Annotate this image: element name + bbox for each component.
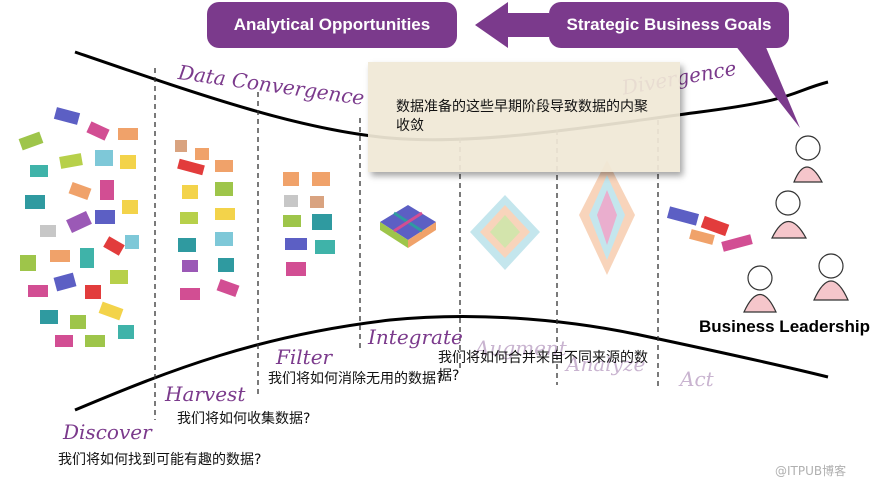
cube-piece [182, 185, 198, 199]
cube-piece [66, 211, 92, 233]
cube-piece [85, 285, 101, 299]
cube-piece [30, 165, 48, 177]
cube-piece [215, 208, 235, 220]
question-discover: 我们将如何找到可能有趣的数据? [58, 452, 262, 468]
leadership-figures [743, 135, 849, 313]
cube-piece [215, 160, 233, 172]
discover-pieces [18, 107, 139, 347]
strategic-business-goals-pill: Strategic Business Goals [549, 2, 789, 48]
cube-piece [315, 240, 335, 254]
cube-piece [53, 107, 81, 125]
augment-diamond [470, 195, 540, 270]
person-figure [771, 190, 808, 239]
left-arrow [475, 2, 549, 48]
cube-piece [98, 301, 124, 321]
cube-piece [95, 150, 113, 166]
cube-piece [285, 238, 307, 250]
analyze-tower [579, 160, 635, 275]
cube-piece [122, 200, 138, 214]
stage-label-analyze: Analyze [566, 352, 646, 376]
stage-label-augment: Augment [475, 336, 567, 360]
person-figure [793, 135, 824, 183]
cube-piece [284, 195, 298, 207]
harvest-pieces [175, 140, 240, 300]
cube-piece [215, 232, 233, 246]
cube-piece [95, 210, 115, 224]
cube-piece [20, 255, 36, 271]
cube-piece [689, 229, 715, 245]
cube-piece [312, 214, 332, 230]
cube-piece [666, 206, 700, 226]
cube-piece [86, 121, 110, 141]
cube-piece [25, 195, 45, 209]
callout-text: 数据准备的这些早期阶段导致数据的内聚收敛 [396, 99, 648, 134]
cube-piece [70, 315, 86, 329]
cube-piece [700, 215, 730, 237]
filter-pieces [283, 172, 335, 276]
act-pieces [666, 206, 753, 252]
stage-label-harvest: Harvest [165, 382, 246, 406]
callout-box: 数据准备的这些早期阶段导致数据的内聚收敛 [368, 62, 680, 172]
cube-piece [59, 153, 83, 169]
cube-piece [283, 215, 301, 227]
cube-piece [216, 278, 240, 298]
cube-piece [103, 236, 125, 256]
stage-label-act: Act [680, 367, 714, 391]
cube-piece [120, 155, 136, 169]
cube-piece [178, 238, 196, 252]
cube-piece [100, 180, 114, 200]
cube-piece [40, 310, 58, 324]
lower-boundary-curve [74, 315, 829, 412]
stage-label-integrate: Integrate [368, 325, 463, 349]
cube-piece [68, 181, 92, 201]
cube-piece [28, 285, 48, 297]
person-figure [813, 253, 849, 301]
cube-piece [55, 335, 73, 347]
watermark: @ITPUB博客 [775, 464, 847, 478]
cube-piece [283, 172, 299, 186]
cube-piece [180, 212, 198, 224]
cube-piece [195, 148, 209, 160]
cube-piece [180, 288, 200, 300]
cube-piece [177, 158, 205, 176]
question-harvest: 我们将如何收集数据? [177, 411, 311, 427]
cube-piece [53, 272, 77, 292]
cube-piece [85, 335, 105, 347]
cube-piece [110, 270, 128, 284]
cube-piece [215, 182, 233, 196]
person-figure [743, 265, 777, 313]
stage-separators [154, 68, 659, 420]
cube-piece [118, 128, 138, 140]
cube-piece [310, 196, 324, 208]
cube-piece [286, 262, 306, 276]
cube-piece [175, 140, 187, 152]
speech-pointer [735, 45, 800, 128]
cube-piece [182, 260, 198, 272]
question-filter: 我们将如何消除无用的数据? [268, 371, 444, 387]
cube-piece [80, 248, 94, 268]
cube-piece [40, 225, 56, 237]
cube-piece [118, 325, 134, 339]
integrate-block [380, 205, 436, 248]
cube-piece [125, 235, 139, 249]
cube-piece [18, 131, 44, 151]
stage-label-filter: Filter [276, 345, 333, 369]
cube-piece [721, 234, 753, 252]
stage-label-discover: Discover [63, 420, 152, 444]
analytical-opportunities-pill: Analytical Opportunities [207, 2, 457, 48]
cube-piece [50, 250, 70, 262]
question-integrate: 我们将如何合并来自不同来源的数据? [438, 350, 648, 384]
cube-piece [312, 172, 330, 186]
business-leadership-label: Business Leadership [699, 317, 871, 336]
cube-piece [218, 258, 234, 272]
